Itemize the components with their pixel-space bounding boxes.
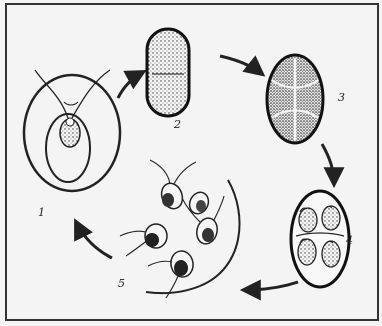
stage-4-cell [291, 191, 349, 287]
arrow-2-to-3 [220, 56, 262, 74]
stage-3-label: 3 [338, 91, 345, 104]
arrow-5-to-1 [76, 222, 112, 258]
arrow-3-to-4 [322, 144, 334, 184]
zoospore-4 [186, 189, 212, 217]
stage-1-flagellum-right [72, 70, 110, 118]
stage-5-zoospores [120, 160, 240, 298]
zoospore-3 [120, 224, 167, 256]
stage-5-label: 5 [118, 277, 125, 290]
stage-4-wall [291, 191, 349, 287]
stage-2-cell [147, 29, 189, 116]
stage-4-label: 4 [345, 234, 353, 247]
arrow-1-to-2 [118, 72, 143, 98]
stage-2-label: 2 [173, 118, 181, 131]
stage-2-wall [147, 29, 189, 116]
arrow-4-to-5 [244, 282, 298, 290]
stage-3-cell [267, 55, 323, 143]
stage-1-cell [24, 70, 120, 191]
stage-1-label: 1 [38, 206, 45, 219]
